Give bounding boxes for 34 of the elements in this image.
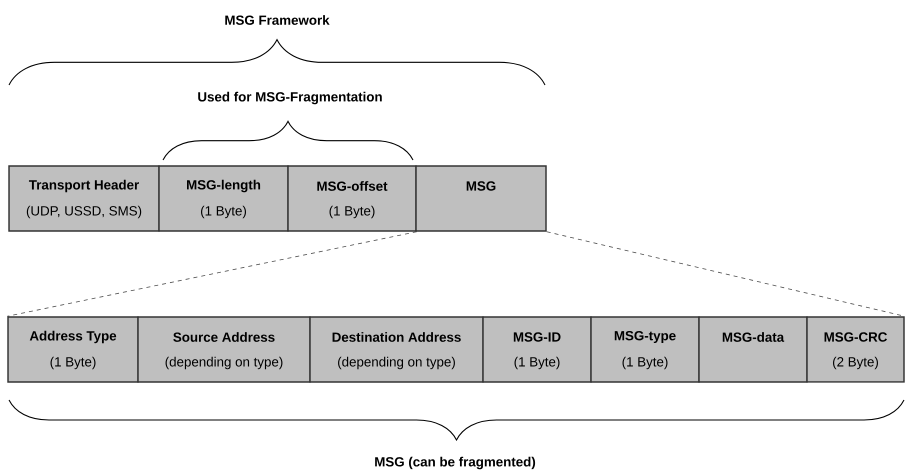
field-box [590, 316, 700, 383]
field-box [8, 165, 160, 232]
field-name: MSG-data [722, 332, 784, 342]
brace-label: MSG (can be fragmented) [375, 456, 536, 470]
field-size: (2 Byte) [833, 356, 878, 370]
field-size: (UDP, USSD, SMS) [26, 206, 142, 218]
field-name: MSG [466, 181, 496, 191]
field-name: MSG-CRC [824, 332, 887, 342]
field-name: Source Address [173, 332, 275, 342]
field-box [482, 316, 592, 383]
brace-label: MSG Framework [225, 15, 330, 25]
field-name: Transport Header [28, 180, 139, 192]
field-box [806, 316, 905, 383]
field-box [137, 316, 311, 383]
field-box [415, 165, 547, 232]
field-name: MSG-offset [317, 181, 388, 191]
field-size: (1 Byte) [514, 356, 560, 370]
field-box [158, 165, 289, 232]
field-box [7, 316, 139, 383]
field-box [698, 316, 808, 383]
field-name: Address Type [30, 330, 116, 344]
field-box [309, 316, 484, 383]
field-name: MSG-ID [514, 332, 561, 342]
field-name: MSG-length [187, 180, 260, 192]
field-name: MSG-type [614, 330, 676, 344]
field-size: (1 Byte) [50, 356, 96, 370]
field-size: (depending on type) [166, 356, 282, 370]
field-size: (1 Byte) [330, 206, 374, 218]
field-size: (1 Byte) [622, 356, 668, 370]
field-box [287, 165, 417, 232]
field-size: (1 Byte) [201, 206, 246, 218]
field-name: Destination Address [332, 332, 461, 342]
brace-label: Used for MSG-Fragmentation [198, 92, 382, 104]
field-size: (depending on type) [338, 356, 455, 370]
